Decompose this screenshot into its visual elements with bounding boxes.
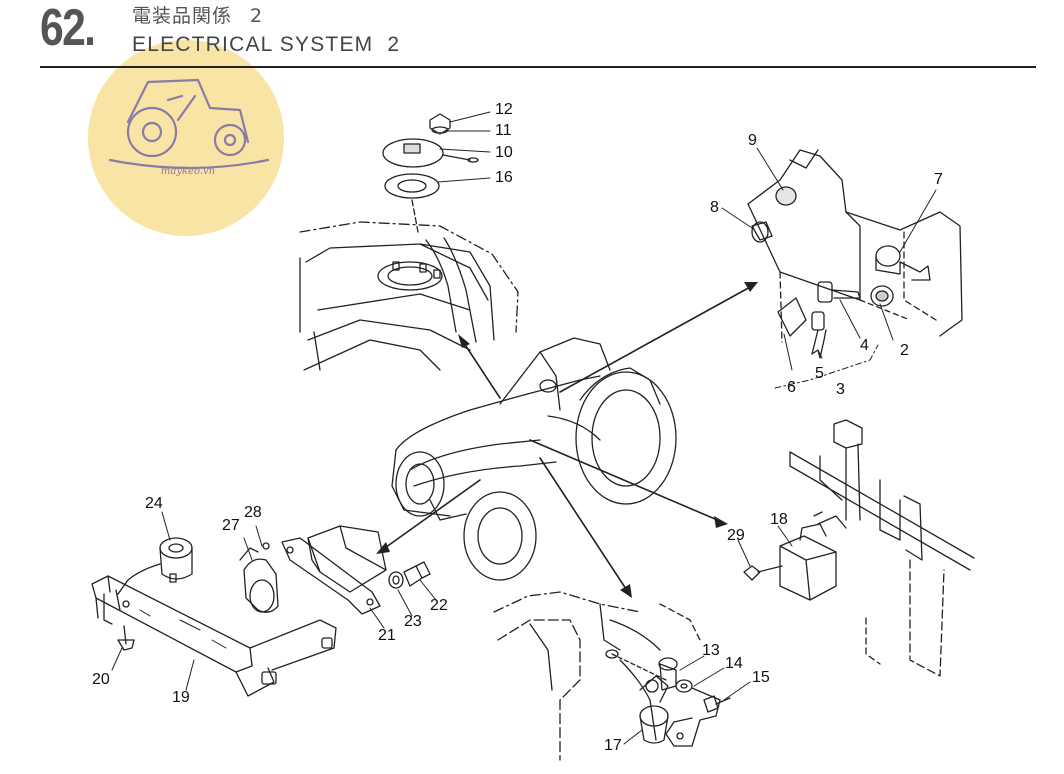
section-title-jp: 電装品関係 2: [132, 6, 263, 27]
callout-label: 4: [860, 337, 869, 354]
callout-label: 16: [495, 169, 513, 186]
callout-label: 28: [244, 504, 262, 521]
logo-tractor-icon: [108, 78, 270, 170]
callout-label: 12: [495, 101, 513, 118]
title-jp-suffix: 2: [250, 5, 264, 27]
callout-label: 20: [92, 671, 110, 688]
callout-label: 9: [748, 132, 757, 149]
section-number: 62.: [40, 0, 96, 57]
title-en-suffix: 2: [387, 33, 401, 56]
watermark-logo-text: maykeo.vn: [160, 166, 216, 177]
section-title-en: ELECTRICAL SYSTEM 2: [132, 33, 400, 56]
callout-label: 6: [787, 379, 796, 396]
callout-label: 14: [725, 655, 743, 672]
horn-bracket-drawing: [91, 525, 431, 697]
callout-label: 21: [378, 627, 396, 644]
callout-label: 24: [145, 495, 163, 512]
callout-label: 15: [752, 669, 770, 686]
callout-label: 13: [702, 642, 720, 659]
callout-label: 7: [934, 171, 943, 188]
callout-label: 27: [222, 517, 240, 534]
relay-frame-drawing: [743, 419, 975, 677]
callout-label: 23: [404, 613, 422, 630]
title-jp-text: 電装品関係: [132, 5, 233, 27]
callout-label: 18: [770, 511, 788, 528]
callout-label: 29: [727, 527, 745, 544]
tractor-drawing: [391, 337, 677, 581]
callout-label: 19: [172, 689, 190, 706]
title-en-text: ELECTRICAL SYSTEM: [132, 33, 374, 56]
arrowheads: [376, 282, 758, 598]
dashboard-panel-drawing: [747, 149, 963, 359]
callout-label: 5: [815, 365, 824, 382]
callout-label: 22: [430, 597, 448, 614]
callout-label: 17: [604, 737, 622, 754]
pointer-arrows: [381, 285, 753, 593]
watermark-logo: [88, 40, 284, 236]
header-rule: [40, 66, 1036, 68]
callout-label: 8: [710, 199, 719, 216]
callout-label: 2: [900, 342, 909, 359]
fuel-sender-parts: [382, 113, 479, 233]
callout-label: 10: [495, 144, 513, 161]
engine-sensor-drawing: [493, 591, 731, 761]
callout-label: 3: [836, 381, 845, 398]
fuel-tank-drawing: [299, 221, 519, 371]
callout-label: 11: [495, 122, 512, 139]
